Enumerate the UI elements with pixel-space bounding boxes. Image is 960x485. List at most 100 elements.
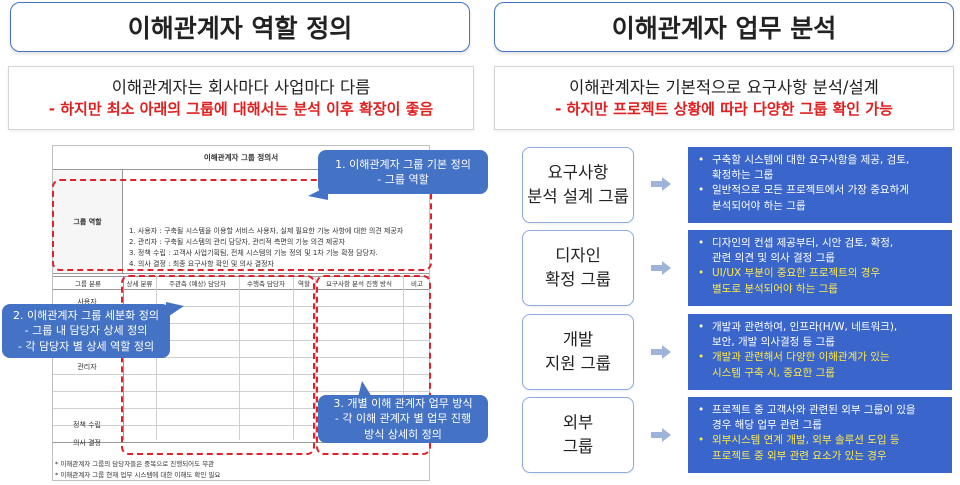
document-note: * 이해관계자 그룹 현재 업무 시스템에 대한 이해도 확인 필요 xyxy=(55,471,221,479)
grid-line xyxy=(53,374,429,375)
callout-line: - 각 이해 관계자 별 업무 진행 xyxy=(334,412,472,426)
description-text: 경우 해당 업무 관련 그룹 xyxy=(712,419,822,432)
column-header: 상세 분류 xyxy=(126,280,153,288)
description-item: 구축할 시스템에 대한 요구사항을 제공, 검토,확정하는 그룹 xyxy=(698,153,944,183)
group-development-description: 개발과 관련하여, 인프라(H/W, 네트워크), 보안, 개발 의사결정 등 그… xyxy=(688,314,952,390)
description-text: 분석되어야 하는 그룹 xyxy=(712,199,806,212)
role-line: 4. 의사 결정 : 최종 요구사항 확인 및 의사 결정자 xyxy=(129,259,274,268)
column-header: 요구사항 분석 진행 방식 xyxy=(326,280,392,288)
group-requirements: 요구사항 분석 설계 그룹 xyxy=(522,147,634,223)
group-name-line: 외부 xyxy=(562,413,594,433)
grid-line xyxy=(53,442,429,443)
grid-line xyxy=(239,276,240,440)
grid-line xyxy=(156,276,157,440)
callout-tail xyxy=(166,302,184,318)
group-name-line: 요구사항 xyxy=(547,163,609,183)
grid-line xyxy=(315,276,316,440)
group-name-line: 분석 설계 그룹 xyxy=(527,187,629,206)
callout-line: 방식 상세히 정의 xyxy=(364,427,442,441)
right-subtitle: 이해관계자는 기본적으로 요구사항 분석/설계 - 하지만 프로젝트 상황에 따… xyxy=(494,66,954,130)
description-text: 일반적으로 모든 프로젝트에서 가장 중요하게 xyxy=(712,184,909,197)
description-text: UI/UX 부분이 중요한 프로젝트의 경우 xyxy=(712,267,881,280)
detail-highlight-region xyxy=(121,275,315,455)
group-design: 디자인 확정 그룹 xyxy=(522,230,634,306)
grid-line xyxy=(53,425,429,426)
column-header: 그룹 분류 xyxy=(75,280,101,288)
column-header: 주관측 (예상) 담당자 xyxy=(168,280,227,288)
description-text: 보안, 개발 의사결정 등 그룹 xyxy=(712,336,835,349)
callout-work-method: 3. 개별 이해 관계자 업무 방식 - 각 이해 관계자 별 업무 진행 방식… xyxy=(318,381,488,443)
method-highlight-region xyxy=(316,275,431,455)
grid-line xyxy=(403,276,404,440)
role-line: 1. 사용자 : 구축될 시스템을 이용할 서비스 사용자, 실제 필요한 기능… xyxy=(129,227,404,235)
grid-line xyxy=(53,408,429,409)
grid-line xyxy=(53,340,429,341)
group-external: 외부 그룹 xyxy=(522,397,634,473)
description-text: 외부시스템 연계 개발, 외부 솔루션 도입 등 xyxy=(712,434,900,447)
callout-line: 2. 이해관계자 그룹 세분화 정의 xyxy=(13,308,159,322)
group-name-line: 그룹 xyxy=(562,437,594,456)
description-text: 개발과 관련해서 다양한 이해관계가 있는 xyxy=(712,351,890,364)
grid-line xyxy=(53,391,429,392)
right-arrow-icon xyxy=(651,261,671,275)
grid-line xyxy=(293,276,294,440)
callout-line: 1. 이해관계자 그룹 기본 정의 xyxy=(335,157,471,171)
column-header: 역할 xyxy=(298,280,310,288)
right-arrow-icon xyxy=(651,428,671,442)
description-text: 구축할 시스템에 대한 요구사항을 제공, 검토, xyxy=(712,154,910,166)
right-arrow-icon xyxy=(651,345,671,359)
group-requirements-description: 구축할 시스템에 대한 요구사항을 제공, 검토,확정하는 그룹 일반적으로 모… xyxy=(688,147,952,223)
group-development: 개발 지원 그룹 xyxy=(522,314,634,390)
callout-line: 3. 개별 이해 관계자 업무 방식 xyxy=(333,396,473,410)
row-label: 사용자 xyxy=(77,298,97,306)
grid-line xyxy=(53,357,429,358)
role-header: 그룹 역할 xyxy=(53,170,123,274)
left-title: 이해관계자 역할 정의 xyxy=(10,2,470,52)
role-description: 1. 사용자 : 구축될 시스템을 이용할 서비스 사용자, 실제 필요한 기능… xyxy=(123,170,429,274)
group-definition-document: 이해관계자 그룹 정의서 그룹 역할 1. 사용자 : 구축될 시스템을 이용할… xyxy=(52,145,430,481)
column-header: 비고 xyxy=(411,280,423,288)
row-label: 정책 수립 xyxy=(73,421,101,429)
row-label: 관리자 xyxy=(77,363,97,371)
group-name-line: 개발 xyxy=(562,330,594,350)
callout-line: - 그룹 역할 xyxy=(377,173,429,186)
callout-tail xyxy=(358,381,372,397)
callout-line: - 각 담당자 별 상세 역할 정의 xyxy=(17,339,155,353)
callout-subdivision: 2. 이해관계자 그룹 세분화 정의 - 그룹 내 담당자 상세 정의 - 각 … xyxy=(2,302,184,358)
description-text: 개발과 관련하여, 인프라(H/W, 네트워크), xyxy=(712,321,898,333)
callout-basic-definition: 1. 이해관계자 그룹 기본 정의 - 그룹 역할 xyxy=(308,150,488,200)
callout-tail xyxy=(308,186,328,200)
grid-line xyxy=(123,276,124,440)
description-text: 별도로 분석되어야 하는 그룹 xyxy=(712,282,838,295)
left-subtitle-line1: 이해관계자는 회사마다 사업마다 다름 xyxy=(111,77,371,97)
group-name-line: 지원 그룹 xyxy=(545,354,611,373)
description-item: 디자인의 컨셉 제공부터, 시안 검토, 확정,관련 의견 및 의사 결정 그룹 xyxy=(698,236,944,266)
callout-line: - 그룹 내 담당자 상세 정의 xyxy=(24,324,148,338)
group-name-line: 디자인 xyxy=(555,246,601,266)
description-text: 프로젝트 중 외부 관련 요소가 있는 경우 xyxy=(712,449,887,462)
right-subtitle-line1: 이해관계자는 기본적으로 요구사항 분석/설계 xyxy=(569,77,879,97)
role-line: 2. 관리자 : 구축될 시스템의 관리 담당자, 관리적 측면의 기능 의견 … xyxy=(129,237,346,246)
left-subtitle-line2: - 하지만 최소 아래의 그룹에 대해서는 분석 이후 확장이 좋음 xyxy=(48,100,434,118)
role-line: 3. 정책 수립 : 고객사 사업기획팀, 전체 시스템의 기능 정의 및 1차… xyxy=(129,248,378,257)
document-title: 이해관계자 그룹 정의서 xyxy=(53,146,429,170)
right-arrow-icon xyxy=(651,177,671,191)
grid-line xyxy=(53,289,429,290)
column-header: 수행측 담당자 xyxy=(247,280,285,288)
row-label: 의사 결정 xyxy=(73,439,101,447)
grid-line xyxy=(53,306,429,307)
description-text: 디자인의 컨셉 제공부터, 시안 검토, 확정, xyxy=(712,237,894,249)
group-name-line: 확정 그룹 xyxy=(545,270,611,289)
document-note: * 이해관계자 그룹의 담당자들은 중복으로 진행되어도 무관 xyxy=(55,460,215,468)
description-text: 시스템 구축 시, 중요한 그룹 xyxy=(712,366,835,379)
grid-line xyxy=(53,323,429,324)
left-subtitle: 이해관계자는 회사마다 사업마다 다름 - 하지만 최소 아래의 그룹에 대해서… xyxy=(8,66,474,130)
role-highlight-region xyxy=(52,179,432,271)
right-subtitle-line2: - 하지만 프로젝트 상황에 따라 다양한 그룹 확인 가능 xyxy=(555,100,893,118)
